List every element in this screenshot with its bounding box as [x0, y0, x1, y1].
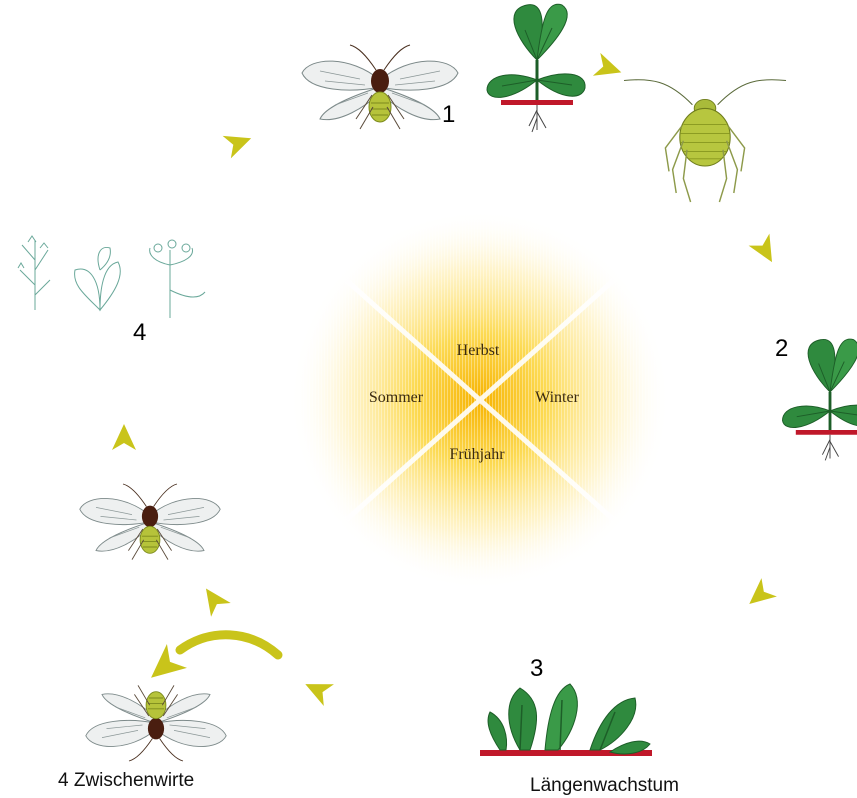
cycle-arrow-icon	[112, 424, 136, 450]
wingless-aphid-icon	[624, 80, 786, 202]
stage-number-2: 2	[775, 335, 788, 362]
cycle-arrow-icon	[742, 578, 777, 613]
cycle-arrow-icon	[300, 673, 334, 706]
intermediate-host-plant-icon	[18, 236, 205, 318]
stage-number-4: 4	[133, 319, 146, 346]
season-label-sommer: Sommer	[369, 389, 424, 406]
cycle-arrow-icon	[749, 234, 783, 269]
elongating-plant-icon	[480, 684, 652, 756]
rape-plant-icon	[487, 4, 585, 132]
stage-number-1: 1	[442, 101, 455, 128]
migration-curved-arrow	[180, 635, 278, 655]
stage-number-3: 3	[530, 655, 543, 682]
cycle-arrow-icon	[223, 127, 256, 158]
winged-aphid-icon	[86, 685, 226, 761]
cycle-arrow-icon	[196, 582, 231, 617]
season-sun-disc	[290, 210, 670, 590]
winged-aphid-icon	[80, 484, 220, 560]
season-label-winter: Winter	[535, 389, 579, 406]
rape-plant-icon	[783, 339, 857, 460]
season-label-herbst: Herbst	[457, 342, 500, 359]
cycle-arrow-icon	[593, 53, 625, 84]
season-label-fruehjahr: Frühjahr	[449, 446, 505, 463]
winged-aphid-icon	[302, 45, 458, 129]
caption-laengenwachstum: Längenwachstum	[530, 775, 679, 796]
caption-zwischenwirte: 4 Zwischenwirte	[58, 770, 194, 791]
